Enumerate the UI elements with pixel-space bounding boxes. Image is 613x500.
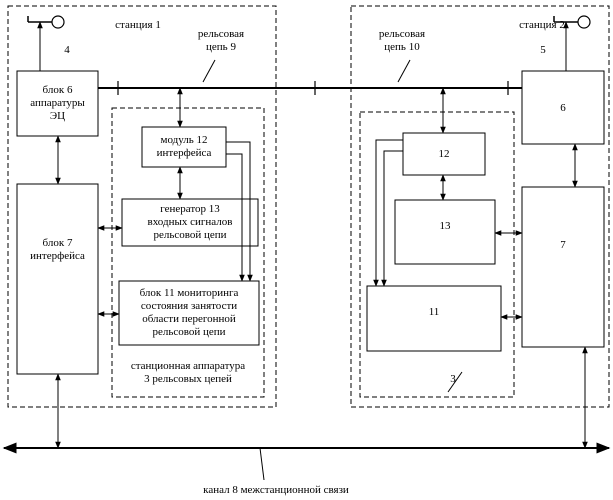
track-circuit-10-label: рельсовая цепь 10 <box>362 28 442 54</box>
station1-block7-label: блок 7 интерфейса <box>17 237 98 263</box>
circuit10-pointer <box>398 60 410 82</box>
track-circuit-9-label: рельсовая цепь 9 <box>186 28 256 54</box>
station2-block11-label: 11 <box>367 306 501 319</box>
station2-title: станция 2 <box>505 19 579 32</box>
station1-generator13-label: генератор 13 входных сигналов рельсовой … <box>122 203 258 242</box>
channel8-label: канал 8 межстанционной связи <box>186 484 366 497</box>
station2-block6-label: 6 <box>522 102 604 115</box>
station1-block7 <box>17 184 98 374</box>
station1-apparatus-label: станционная аппаратура 3 рельсовых цепей <box>118 360 258 386</box>
station1-block6-label: блок 6 аппаратуры ЭЦ <box>17 84 98 123</box>
channel8-pointer <box>260 448 264 480</box>
station2-block7 <box>522 187 604 347</box>
station1-title: станция 1 <box>98 19 178 32</box>
station1-block11-label: блок 11 мониторинга состояния занятости … <box>119 287 259 339</box>
station2-block13-label: 13 <box>395 220 495 233</box>
station1-module12-label: модуль 12 интерфейса <box>142 134 226 160</box>
antenna-icon-station1 <box>28 16 64 28</box>
station2-antenna-number: 5 <box>536 44 550 57</box>
station2-apparatus-label: 3 <box>446 373 460 386</box>
station1-antenna-number: 4 <box>60 44 74 57</box>
station2-block7-label: 7 <box>522 239 604 252</box>
circuit9-pointer <box>203 60 215 82</box>
station2-block12-label: 12 <box>403 148 485 161</box>
